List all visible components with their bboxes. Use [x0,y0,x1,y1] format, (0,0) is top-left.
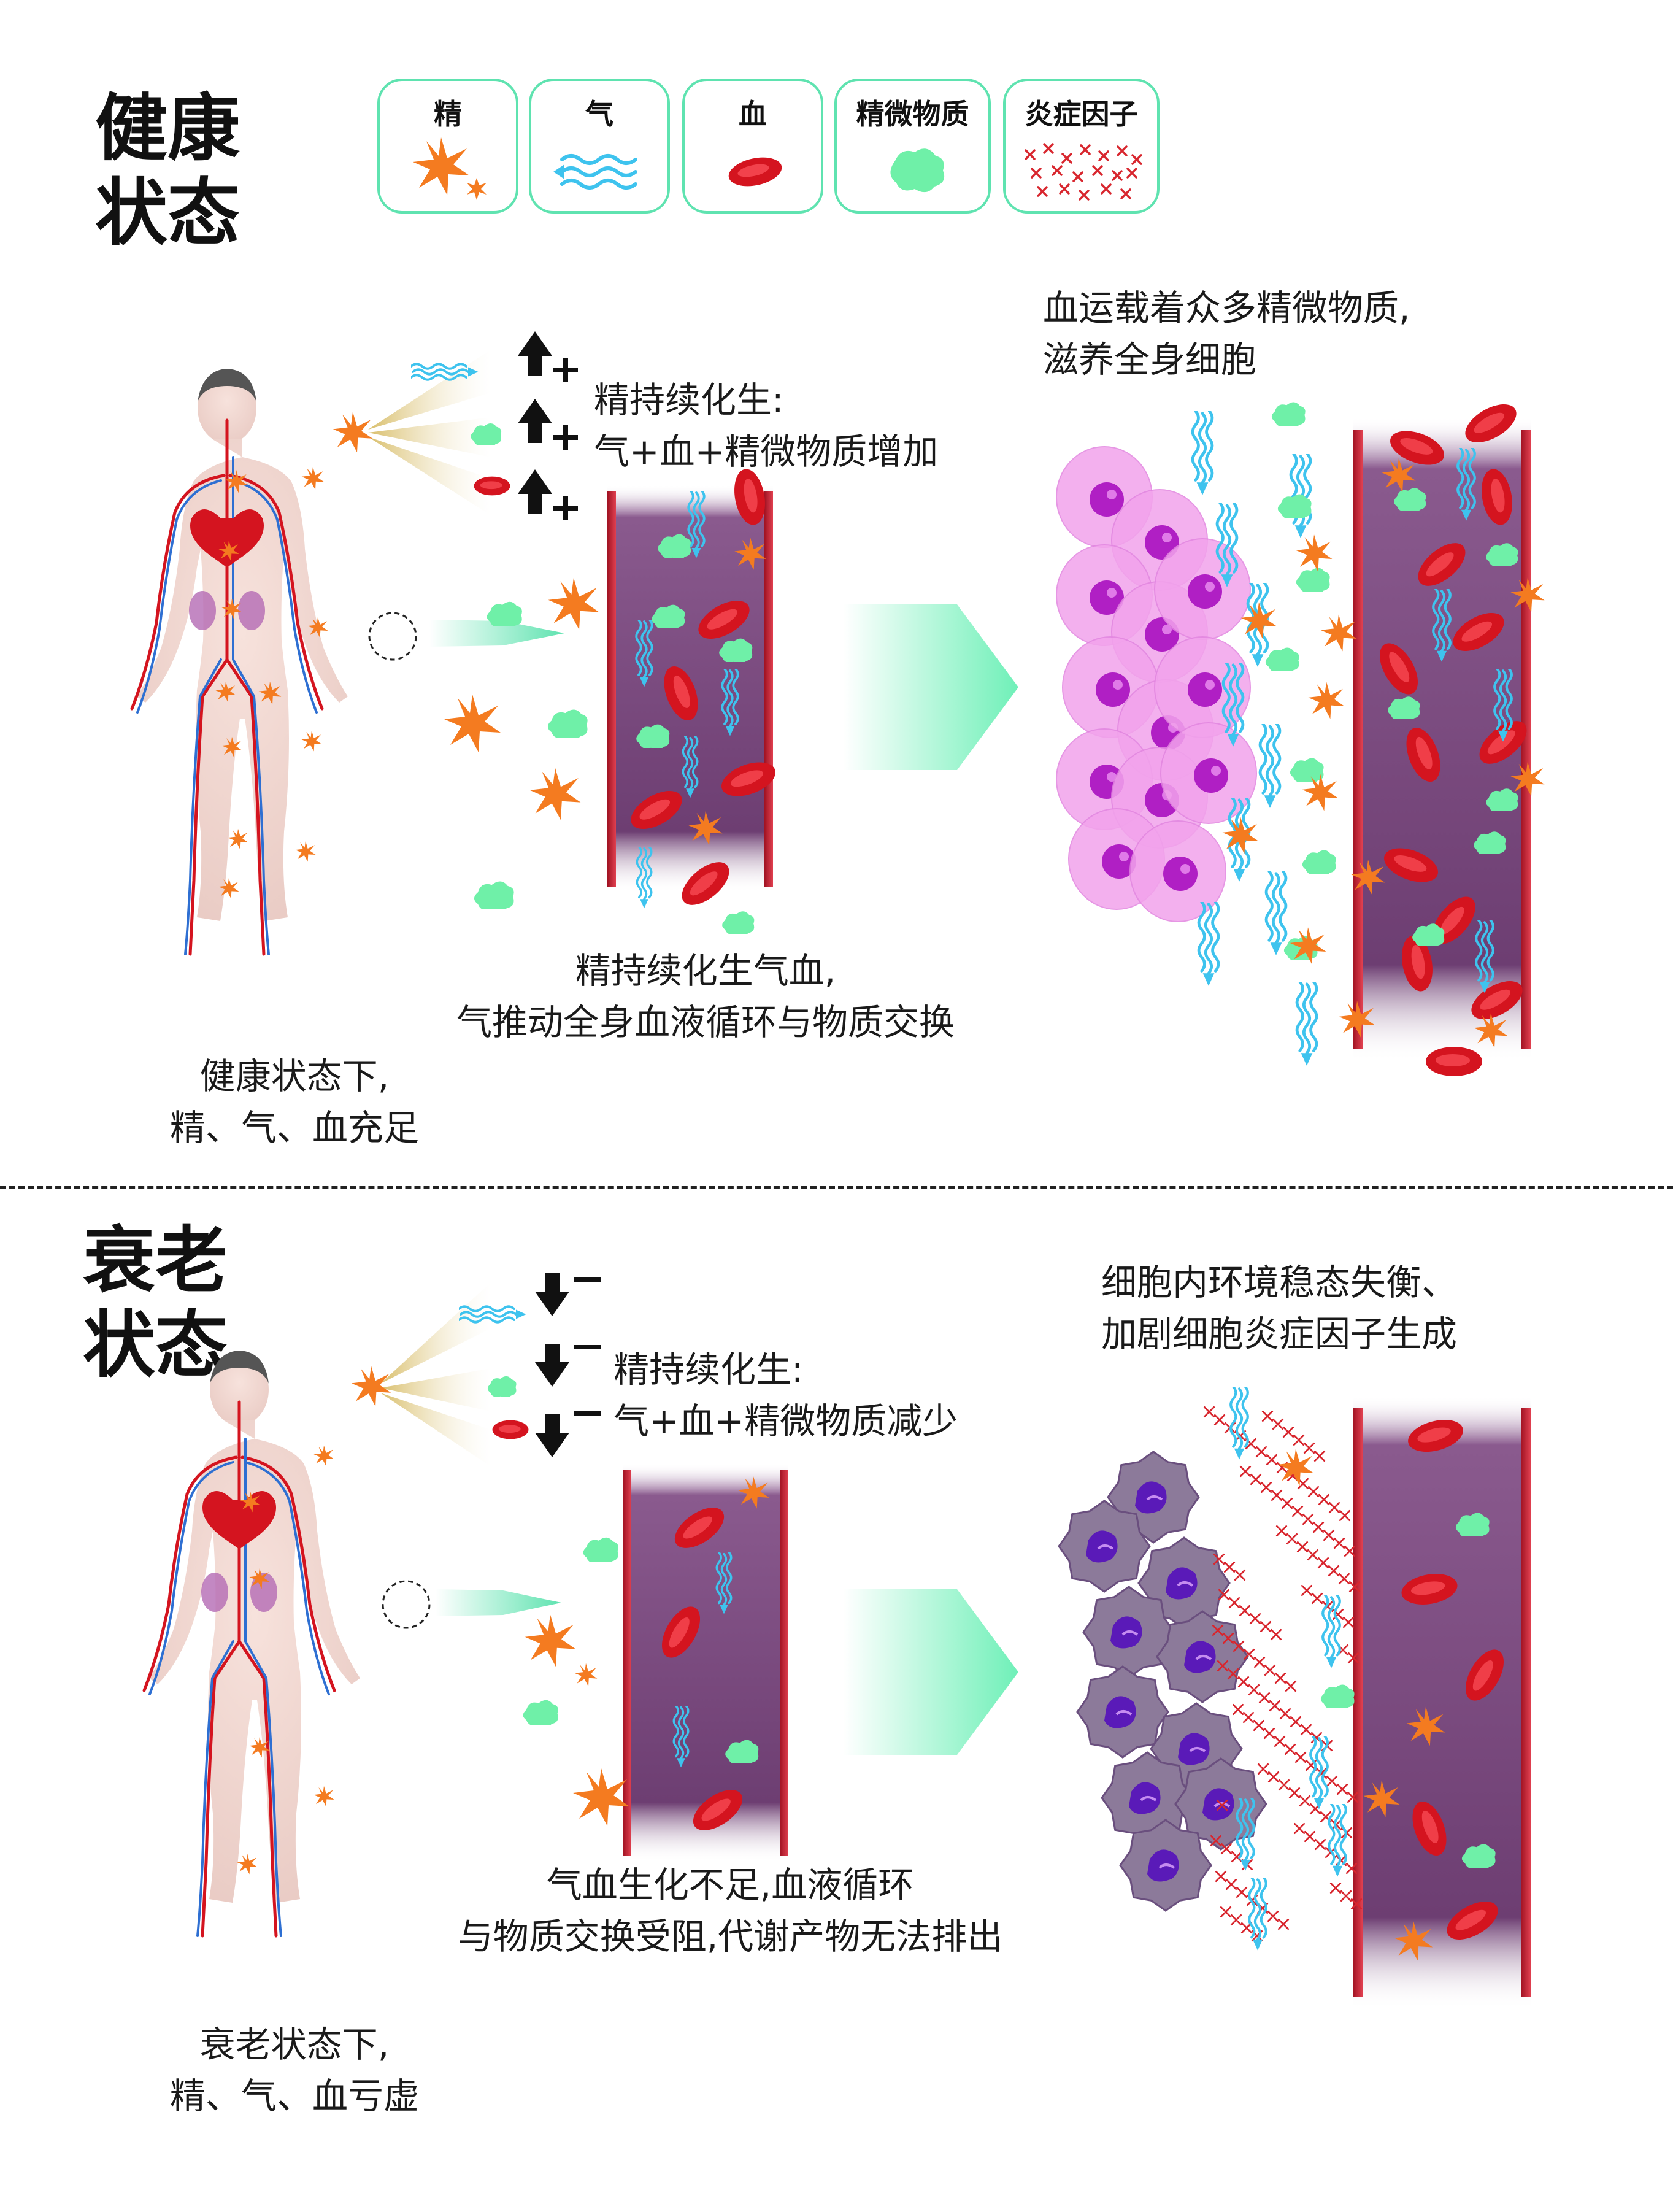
healthy-title-line2: 状态 [95,171,240,255]
aging-vessel-caption: 气血生化不足,血液循环 与物质交换受阻,代谢产物无法排出 [405,1859,1055,1962]
healthy-body-caption-line1: 健康状态下, [199,1055,390,1097]
aging-title-line1: 衰老 [83,1218,228,1303]
legend-item-nutrient: 精微物质 [834,79,991,214]
aging-body-caption-line2: 精、气、血亏虚 [169,2075,419,2117]
healthy-big-arrow [844,604,1018,770]
healthy-body-caption: 健康状态下, 精、气、血充足 [110,1050,479,1154]
healthy-cells-caption-line1: 血运载着众多精微物质, [1043,287,1410,329]
legend-item-jing: 精 [377,79,518,214]
aging-title-line2: 状态 [83,1303,228,1387]
healthy-title: 健康 状态 [95,86,240,255]
aging-body-figure [144,1351,360,1936]
aging-cells-caption-line2: 加剧细胞炎症因子生成 [1101,1313,1458,1355]
aging-decrease-line1: 精持续化生: [613,1349,804,1390]
healthy-increase-text: 精持续化生: 气+血+精微物质增加 [594,374,938,477]
healthy-cells-cluster [1056,446,1257,922]
healthy-cells-caption-line2: 滋养全身细胞 [1043,339,1257,380]
healthy-body-figure [132,369,348,954]
aging-cells-caption-line1: 细胞内环境稳态失衡、 [1101,1262,1458,1303]
aging-right-vessel [1353,1396,1531,2010]
healthy-vessel-caption: 精持续化生气血, 气推动全身血液循环与物质交换 [380,945,1031,1048]
blood-cell-icon [728,157,782,187]
inflammatory-factor-red-cross-icon [1025,143,1142,201]
legend-label-qi: 气 [585,98,613,131]
legend-label-jing: 精 [434,98,462,131]
legend-label-inflammatory: 炎症因子 [1025,98,1138,131]
aging-cells-caption: 细胞内环境稳态失衡、 加剧细胞炎症因子生成 [1101,1257,1457,1360]
aging-cells-cluster [1058,1451,1267,1912]
aging-title: 衰老 状态 [83,1218,228,1387]
healthy-vessel-caption-line2: 气推动全身血液循环与物质交换 [456,1001,955,1043]
aging-vessel-caption-line2: 与物质交换受阻,代谢产物无法排出 [457,1916,1003,1957]
healthy-zoom-circle [368,612,417,661]
section-divider [0,1186,1673,1189]
aging-decrease-text: 精持续化生: 气+血+精微物质减少 [613,1344,958,1447]
qi-blue-wave-icon [553,154,637,190]
healthy-increase-line2: 气+血+精微物质增加 [594,431,939,472]
aging-body-caption: 衰老状态下, 精、气、血亏虚 [110,2019,479,2122]
legend-label-nutrient: 精微物质 [856,98,969,131]
nutrient-green-blob-icon [890,148,945,193]
aging-big-arrow [844,1589,1018,1755]
aging-decrease-line2: 气+血+精微物质减少 [613,1400,958,1442]
decrease-arrows [535,1273,601,1457]
healthy-increase-line1: 精持续化生: [594,379,784,421]
legend-item-qi: 气 [529,79,670,214]
jing-orange-star-icon [413,137,487,200]
legend-item-inflammatory: 炎症因子 [1003,79,1160,214]
legend-label-blood: 血 [739,98,767,131]
healthy-body-caption-line2: 精、气、血充足 [169,1107,419,1149]
healthy-vessel-caption-line1: 精持续化生气血, [575,950,836,992]
healthy-title-line1: 健康 [95,86,240,171]
healthy-cells-caption: 血运载着众多精微物质, 滋养全身细胞 [1043,282,1410,385]
aging-vessel-caption-line1: 气血生化不足,血液循环 [546,1864,914,1906]
aging-body-caption-line1: 衰老状态下, [199,2024,390,2065]
aging-zoom-circle [382,1580,431,1629]
legend-item-blood: 血 [682,79,823,214]
increase-arrows [518,331,578,520]
